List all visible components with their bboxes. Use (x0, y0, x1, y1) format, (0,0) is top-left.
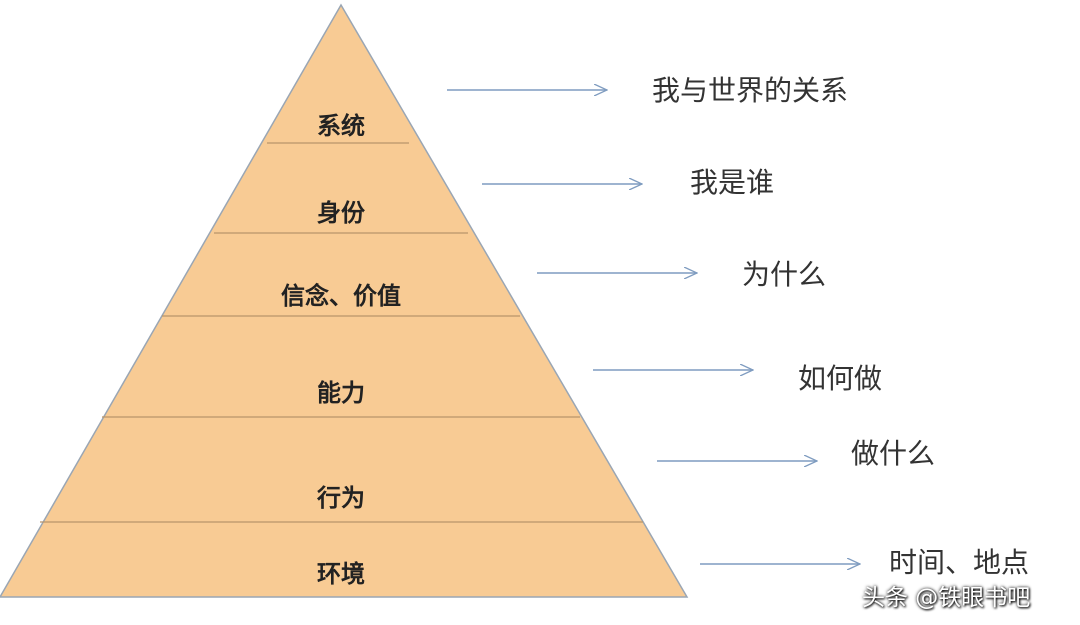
layer-description: 为什么 (742, 258, 826, 291)
layer-label: 信念、价值 (281, 282, 401, 310)
layer-label: 环境 (317, 560, 365, 588)
layer-description: 我是谁 (690, 166, 774, 199)
layer-description: 我与世界的关系 (652, 74, 848, 107)
layer-description: 做什么 (851, 437, 935, 470)
pyramid (0, 3, 689, 598)
layer-label: 身份 (317, 199, 366, 227)
layer-label: 能力 (317, 379, 365, 407)
layer-description: 如何做 (798, 362, 882, 395)
watermark: 头条 @铁眼书吧 (862, 585, 1031, 611)
layer-description: 时间、地点 (889, 546, 1029, 579)
layer-label: 行为 (316, 484, 365, 512)
layer-label: 系统 (317, 112, 365, 140)
